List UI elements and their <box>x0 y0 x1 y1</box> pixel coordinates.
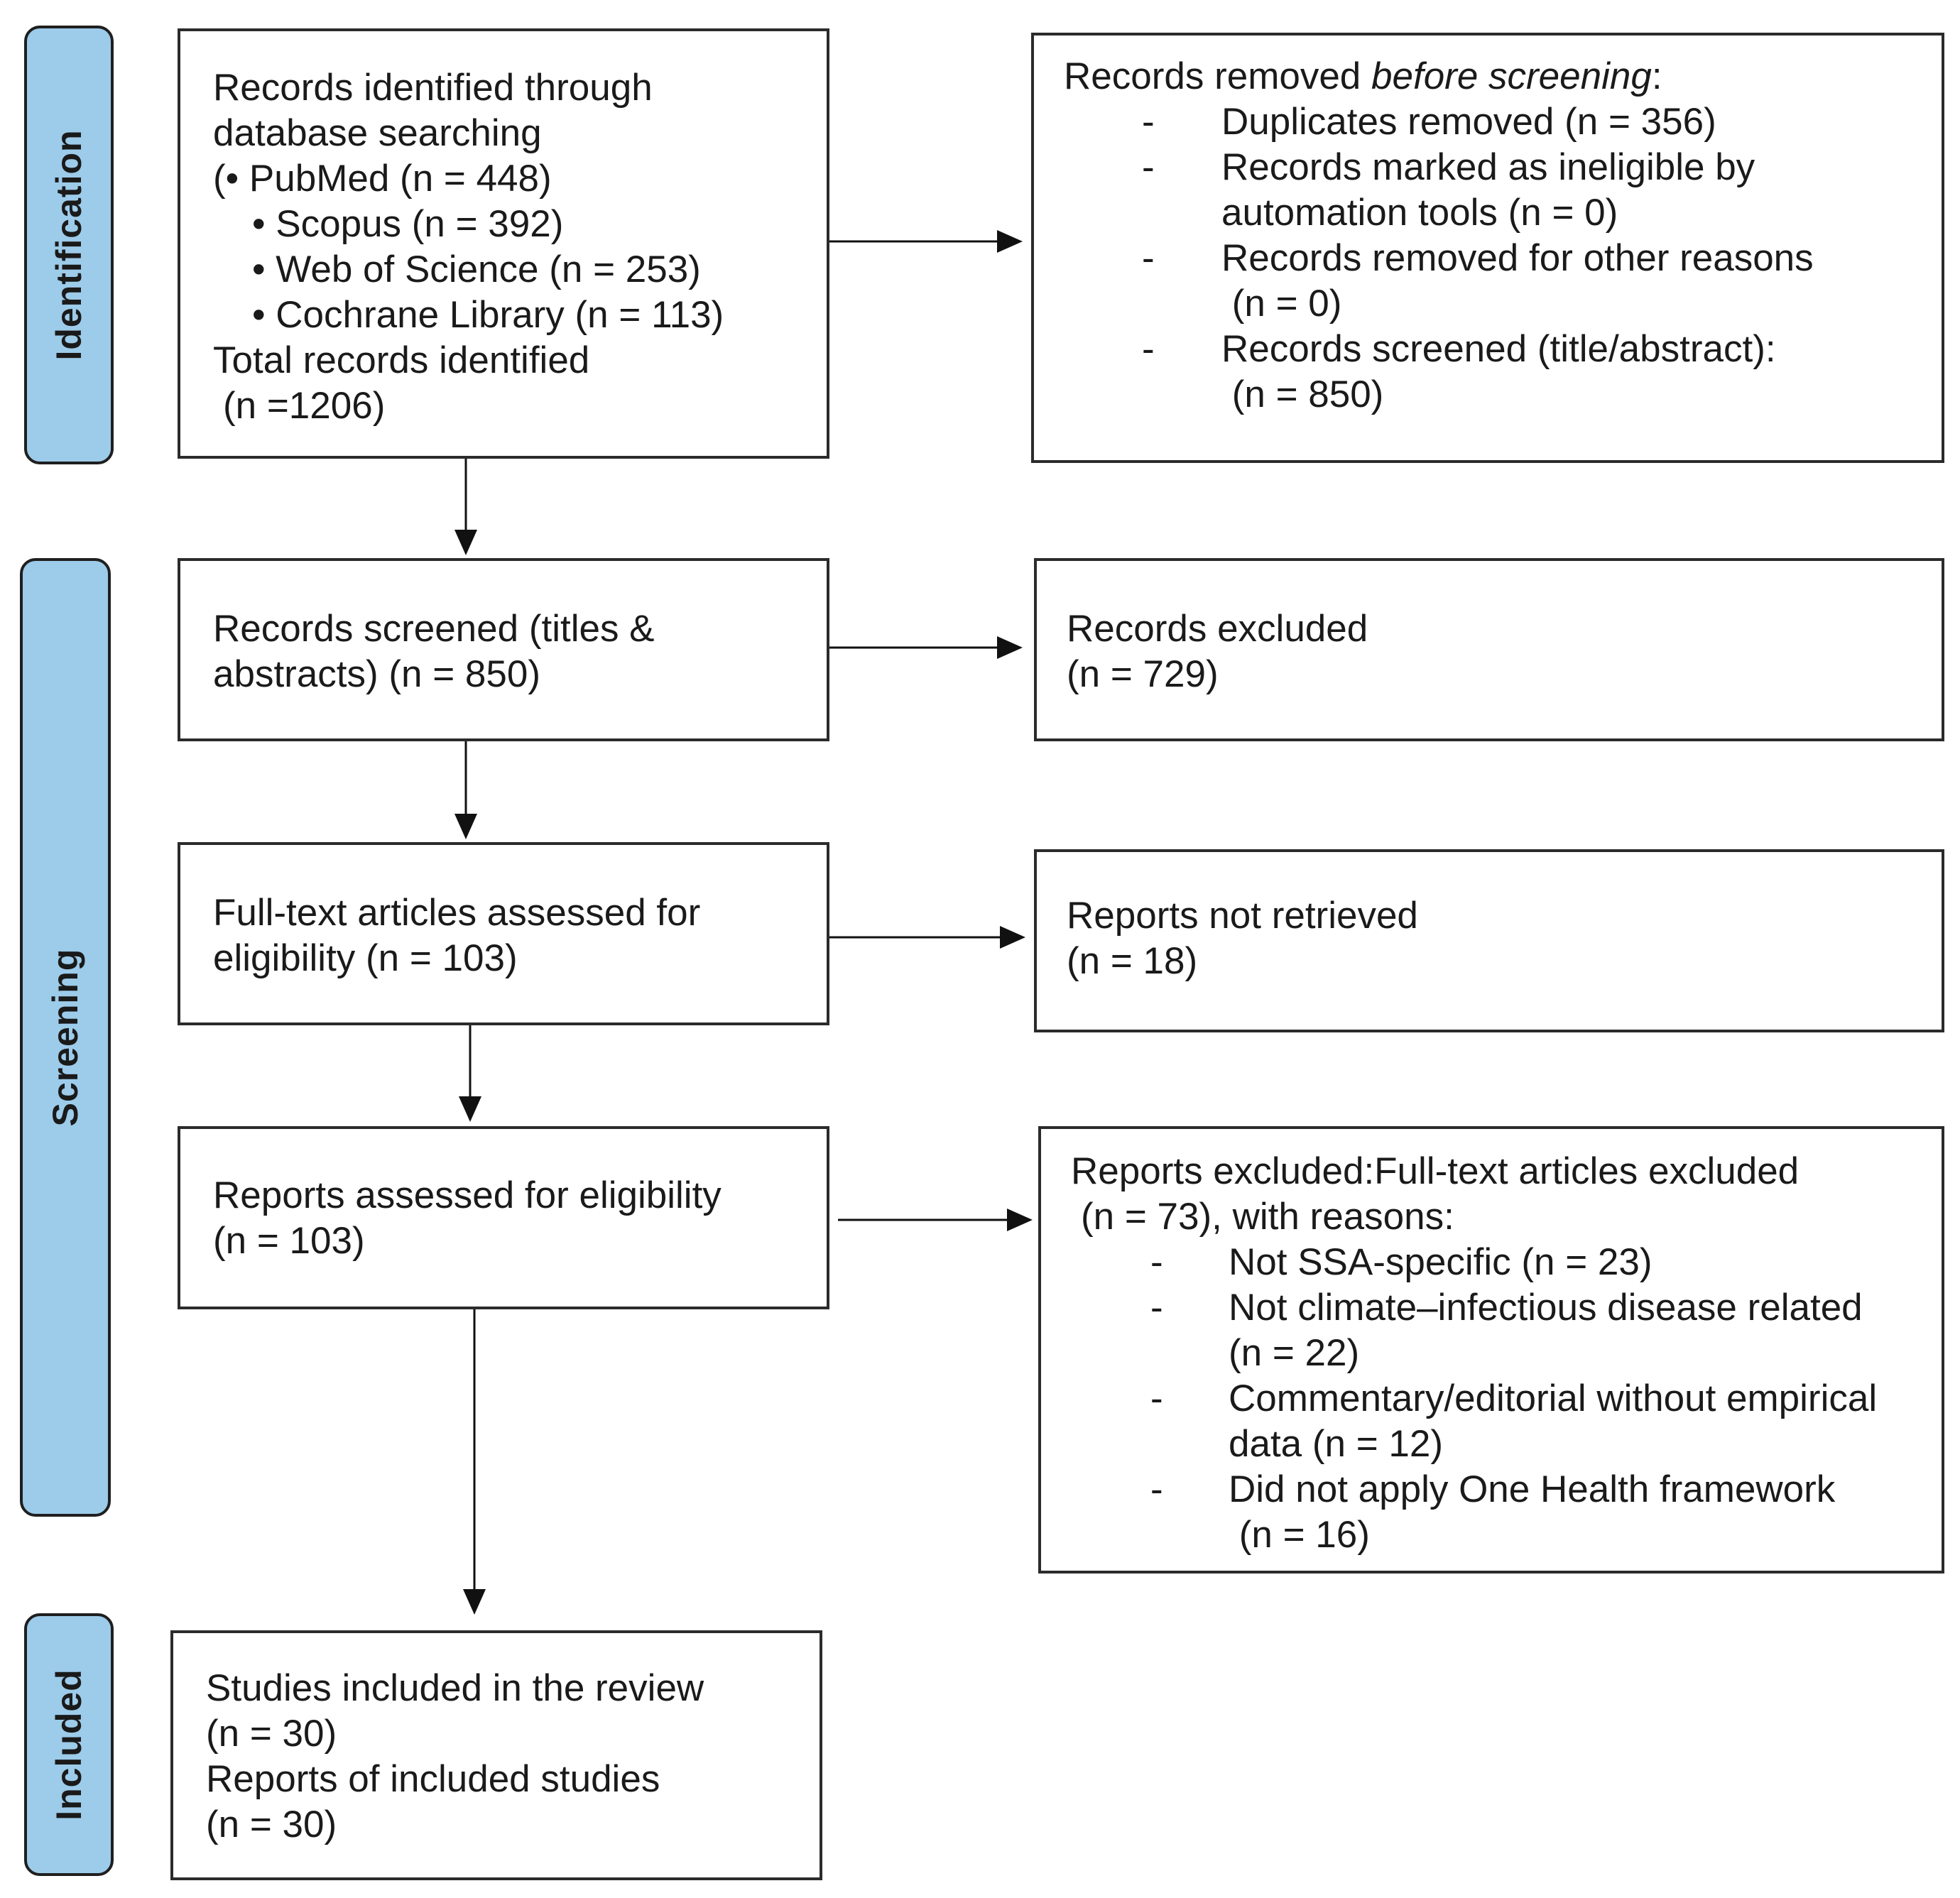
list-dash: - <box>1142 146 1155 188</box>
box-reports-assessed: Reports assessed for eligibility (n = 10… <box>178 1126 829 1309</box>
list-item-line: - Not climate–infectious disease related <box>1071 1285 1877 1331</box>
list-item-text: (n = 850) <box>1221 373 1384 415</box>
list-item-text: (n = 0) <box>1221 283 1342 324</box>
list-item-text: Records removed for other reasons <box>1221 237 1814 279</box>
records-identified-text: Records identified through database sear… <box>213 65 724 429</box>
records-screened-line: Records screened (titles & <box>213 608 655 650</box>
studies-included-count: (n = 30) <box>206 1713 337 1755</box>
list-item-line: (n = 0) <box>1064 281 1814 327</box>
list-item-text: automation tools (n = 0) <box>1221 192 1618 234</box>
records-removed-list: - Duplicates removed (n = 356) - Records ma… <box>1064 99 1814 418</box>
list-item-text: (n = 22) <box>1229 1332 1360 1374</box>
exclusion-reasons-list: - Not SSA-specific (n = 23) - Not climate–i… <box>1071 1240 1877 1558</box>
fulltext-assessed-text: Full-text articles assessed for eligibil… <box>213 890 700 981</box>
reports-excluded-count: (n = 73), with reasons: <box>1081 1196 1454 1238</box>
list-item-text: Did not apply One Health framework <box>1229 1468 1836 1510</box>
arrow-assessed-to-included <box>463 1309 486 1615</box>
phase-included: Included <box>24 1613 114 1876</box>
phase-identification: Identification <box>24 26 114 464</box>
box-reports-excluded: Reports excluded:Full-text articles excl… <box>1038 1126 1944 1574</box>
studies-included-text: Studies included in the review (n = 30) … <box>206 1666 704 1848</box>
reports-not-retrieved-text: Reports not retrieved (n = 18) <box>1067 893 1418 984</box>
box-records-identified: Records identified through database sear… <box>178 28 829 459</box>
source-cochrane: • Cochrane Library (n = 113) <box>252 294 724 336</box>
list-item-line: (n = 850) <box>1064 372 1814 418</box>
records-identified-line: (• PubMed (n = 448) <box>213 158 552 200</box>
list-dash: - <box>1142 101 1155 143</box>
list-item-line: - Commentary/editorial without empirical <box>1071 1376 1877 1422</box>
list-item-line: - Records marked as ineligible by <box>1064 145 1814 190</box>
list-dash: - <box>1150 1241 1163 1283</box>
list-item-text: Not SSA-specific (n = 23) <box>1229 1241 1653 1283</box>
records-removed-text: Records removed before screening: - Dupli… <box>1064 54 1814 418</box>
box-records-screened: Records screened (titles & abstracts) (n… <box>178 558 829 741</box>
list-dash: - <box>1150 1378 1163 1419</box>
source-scopus: • Scopus (n = 392) <box>252 203 564 245</box>
arrow-fulltext-to-assessed <box>459 1025 481 1122</box>
fulltext-assessed-line: Full-text articles assessed for <box>213 892 701 934</box>
list-item-line: (n = 16) <box>1071 1512 1877 1558</box>
records-removed-heading: Records removed before screening: <box>1064 54 1814 99</box>
source-web-of-science: • Web of Science (n = 253) <box>252 249 701 290</box>
arrow-assessed-to-reports-excluded <box>838 1209 1033 1231</box>
arrow-fulltext-to-not-retrieved <box>829 926 1025 949</box>
box-studies-included: Studies included in the review (n = 30) … <box>170 1630 822 1880</box>
box-reports-not-retrieved: Reports not retrieved (n = 18) <box>1034 849 1944 1032</box>
reports-excluded-text: Reports excluded:Full-text articles excl… <box>1071 1149 1877 1558</box>
list-item-line: - Records screened (title/abstract): <box>1064 327 1814 372</box>
list-item-line: data (n = 12) <box>1071 1422 1877 1467</box>
list-item-text: Duplicates removed (n = 356) <box>1221 101 1716 143</box>
arrow-identified-to-screened <box>454 459 477 555</box>
list-dash: - <box>1150 1468 1163 1510</box>
list-dash: - <box>1142 237 1155 279</box>
records-removed-heading-suffix: : <box>1651 55 1662 97</box>
phase-identification-label: Identification <box>49 129 89 361</box>
records-excluded-label: Records excluded <box>1067 608 1368 650</box>
list-dash: - <box>1150 1287 1163 1329</box>
records-excluded-count: (n = 729) <box>1067 653 1219 695</box>
records-identified-line: Records identified through <box>213 67 653 109</box>
studies-included-label: Studies included in the review <box>206 1667 704 1709</box>
records-excluded-text: Records excluded (n = 729) <box>1067 606 1368 697</box>
list-dash: - <box>1142 328 1155 370</box>
reports-not-retrieved-count: (n = 18) <box>1067 940 1198 982</box>
box-records-removed: Records removed before screening: - Dupli… <box>1031 33 1944 463</box>
records-identified-line: database searching <box>213 112 542 154</box>
phase-screening-label: Screening <box>45 948 85 1127</box>
reports-included-label: Reports of included studies <box>206 1758 660 1800</box>
records-screened-text: Records screened (titles & abstracts) (n… <box>213 606 655 697</box>
reports-excluded-heading: Reports excluded:Full-text articles excl… <box>1071 1150 1800 1192</box>
reports-assessed-text: Reports assessed for eligibility (n = 10… <box>213 1173 722 1264</box>
total-records-label: Total records identified <box>213 339 590 381</box>
list-item-line: - Records removed for other reasons <box>1064 236 1814 281</box>
list-item-line: - Not SSA-specific (n = 23) <box>1071 1240 1877 1285</box>
box-fulltext-assessed: Full-text articles assessed for eligibil… <box>178 842 829 1025</box>
fulltext-assessed-line: eligibility (n = 103) <box>213 937 518 979</box>
reports-assessed-label: Reports assessed for eligibility <box>213 1174 722 1216</box>
list-item-text: Not climate–infectious disease related <box>1229 1287 1863 1329</box>
list-item-text: Records marked as ineligible by <box>1221 146 1755 188</box>
arrow-screened-to-excluded <box>829 636 1023 659</box>
arrow-identified-to-removed <box>829 230 1023 253</box>
list-item-text: Records screened (title/abstract): <box>1221 328 1776 370</box>
list-item-text: data (n = 12) <box>1229 1423 1444 1465</box>
records-removed-heading-prefix: Records removed <box>1064 55 1372 97</box>
list-item-line: automation tools (n = 0) <box>1064 190 1814 236</box>
records-removed-heading-italic: before screening <box>1371 55 1652 97</box>
list-item-text: Commentary/editorial without empirical <box>1229 1378 1878 1419</box>
list-item-line: - Duplicates removed (n = 356) <box>1064 99 1814 145</box>
reports-not-retrieved-label: Reports not retrieved <box>1067 895 1418 937</box>
box-records-excluded: Records excluded (n = 729) <box>1034 558 1944 741</box>
list-item-text: (n = 16) <box>1229 1514 1370 1556</box>
total-records-count: (n =1206) <box>223 385 386 427</box>
reports-assessed-count: (n = 103) <box>213 1220 365 1262</box>
reports-included-count: (n = 30) <box>206 1804 337 1845</box>
list-item-line: (n = 22) <box>1071 1331 1877 1376</box>
phase-included-label: Included <box>49 1669 89 1821</box>
arrow-screened-to-fulltext <box>454 741 477 839</box>
phase-screening: Screening <box>20 558 111 1517</box>
records-screened-line: abstracts) (n = 850) <box>213 653 541 695</box>
list-item-line: - Did not apply One Health framework <box>1071 1467 1877 1512</box>
